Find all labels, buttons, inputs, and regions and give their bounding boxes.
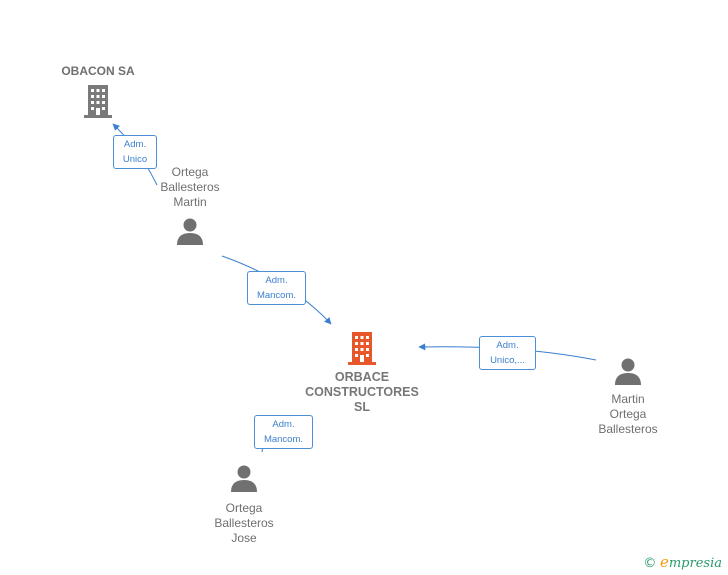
edge-label-adm-unico[interactable]: Adm. Unico [113, 135, 157, 169]
brand-rest: mpresia [668, 556, 722, 571]
node-ortega-jose-label: Ortega Ballesteros Jose [214, 501, 274, 545]
node-ortega-martin-label: Ortega Ballesteros Martin [160, 165, 220, 209]
node-ortega-jose[interactable]: Ortega Ballesteros Jose [194, 463, 294, 546]
person-icon [231, 465, 257, 492]
building-icon [84, 85, 112, 118]
node-orbace[interactable]: ORBACE CONSTRUCTORES SL [296, 330, 428, 415]
person-icon [615, 358, 641, 385]
edge-label-adm-mancom-1[interactable]: Adm. Mancom. [247, 271, 306, 305]
node-orbace-label: ORBACE CONSTRUCTORES SL [305, 370, 419, 414]
person-icon [177, 218, 203, 245]
node-martin-ortega-label: Martin Ortega Ballesteros [598, 392, 658, 436]
node-obacon-label: OBACON SA [61, 64, 135, 78]
node-ortega-martin[interactable]: Ortega Ballesteros Martin [140, 165, 240, 250]
edge-label-adm-unico-etc[interactable]: Adm. Unico,... [479, 336, 536, 370]
node-martin-ortega[interactable]: Martin Ortega Ballesteros [578, 356, 678, 437]
building-icon [348, 332, 376, 365]
copyright-symbol: © [643, 556, 657, 571]
node-obacon[interactable]: OBACON SA [48, 64, 148, 123]
edge-label-adm-mancom-2[interactable]: Adm. Mancom. [254, 415, 313, 449]
empresia-brand[interactable]: © empresia [643, 553, 722, 571]
brand-e: e [659, 553, 669, 571]
